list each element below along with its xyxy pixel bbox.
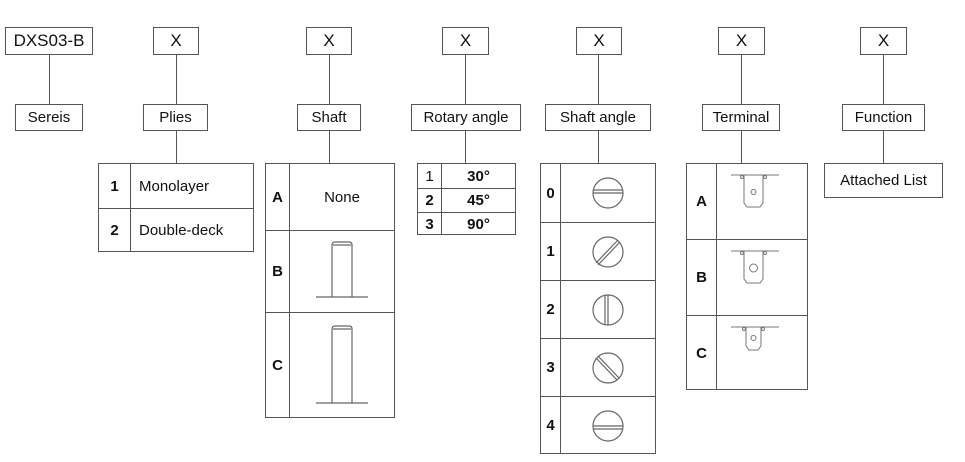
function-code-box: X: [860, 27, 907, 55]
option-key: 1: [541, 223, 561, 280]
slot-diagonal-right-icon: [561, 223, 655, 280]
long-shaft-icon: [290, 313, 394, 418]
connector-line: [329, 131, 330, 163]
shaft-angle-code-box: X: [576, 27, 622, 55]
connector-line: [598, 131, 599, 163]
terminal-type-a-icon: [717, 164, 807, 239]
shaft-angle-option-row: 1: [541, 222, 655, 280]
connector-line: [741, 55, 742, 104]
shaft-angle-option-row: 3: [541, 338, 655, 396]
option-value: Monolayer: [139, 177, 210, 195]
plies-option-row: 1 Monolayer: [99, 164, 253, 208]
option-key: 3: [541, 339, 561, 396]
option-value: 30°: [467, 167, 490, 185]
shaft-option-row: B: [266, 230, 394, 312]
option-key: 3: [418, 213, 442, 235]
short-shaft-icon: [290, 231, 394, 312]
option-value: 90°: [467, 215, 490, 233]
connector-line: [176, 131, 177, 163]
rotary-angle-option-row: 1 30°: [418, 164, 515, 188]
option-key: A: [687, 164, 717, 239]
function-label-box: Function: [842, 104, 925, 131]
option-key: B: [687, 240, 717, 315]
option-key: 4: [541, 397, 561, 454]
rotary-angle-label-box: Rotary angle: [411, 104, 521, 131]
connector-line: [465, 131, 466, 163]
slot-horizontal-top-icon: [561, 164, 655, 222]
option-value: None: [324, 188, 360, 206]
connector-line: [883, 131, 884, 163]
slot-diagonal-left-icon: [561, 339, 655, 396]
rotary-angle-code-box: X: [442, 27, 489, 55]
plies-options-table: 1 Monolayer 2 Double-deck: [98, 163, 254, 252]
terminal-label-box: Terminal: [702, 104, 780, 131]
slot-vertical-icon: [561, 281, 655, 338]
shaft-angle-option-row: 4: [541, 396, 655, 454]
option-key: C: [266, 313, 290, 418]
option-key: 1: [99, 164, 131, 208]
shaft-label-box: Shaft: [297, 104, 361, 131]
option-key: 2: [99, 209, 131, 252]
connector-line: [49, 55, 50, 104]
plies-option-row: 2 Double-deck: [99, 208, 253, 252]
connector-line: [741, 131, 742, 163]
plies-code-box: X: [153, 27, 199, 55]
option-key: C: [687, 316, 717, 390]
option-key: 2: [541, 281, 561, 338]
rotary-angle-option-row: 3 90°: [418, 212, 515, 235]
connector-line: [598, 55, 599, 104]
shaft-angle-label-box: Shaft angle: [545, 104, 651, 131]
terminal-options-table: A B C: [686, 163, 808, 390]
connector-line: [329, 55, 330, 104]
shaft-angle-options-table: 0 1 2 3 4: [540, 163, 656, 454]
rotary-angle-options-table: 1 30° 2 45° 3 90°: [417, 163, 516, 235]
shaft-angle-option-row: 0: [541, 164, 655, 222]
series-label-box: Sereis: [15, 104, 83, 131]
series-code-box: DXS03-B: [5, 27, 93, 55]
shaft-option-row: A None: [266, 164, 394, 230]
attached-list-box: Attached List: [824, 163, 943, 198]
terminal-type-c-icon: [717, 316, 807, 390]
shaft-options-table: A None B C: [265, 163, 395, 418]
option-key: 2: [418, 189, 442, 212]
option-value: Double-deck: [139, 222, 224, 239]
option-value: 45°: [467, 192, 490, 209]
shaft-code-box: X: [306, 27, 352, 55]
connector-line: [883, 55, 884, 104]
option-key: 0: [541, 164, 561, 222]
shaft-angle-option-row: 2: [541, 280, 655, 338]
rotary-angle-option-row: 2 45°: [418, 188, 515, 212]
option-key: 1: [418, 164, 442, 188]
option-key: B: [266, 231, 290, 312]
connector-line: [465, 55, 466, 104]
terminal-code-box: X: [718, 27, 765, 55]
terminal-type-b-icon: [717, 240, 807, 315]
connector-line: [176, 55, 177, 104]
terminal-option-row: B: [687, 239, 807, 315]
terminal-option-row: C: [687, 315, 807, 390]
terminal-option-row: A: [687, 164, 807, 239]
shaft-option-row: C: [266, 312, 394, 418]
option-key: A: [266, 164, 290, 230]
slot-horizontal-bottom-icon: [561, 397, 655, 454]
plies-label-box: Plies: [143, 104, 208, 131]
